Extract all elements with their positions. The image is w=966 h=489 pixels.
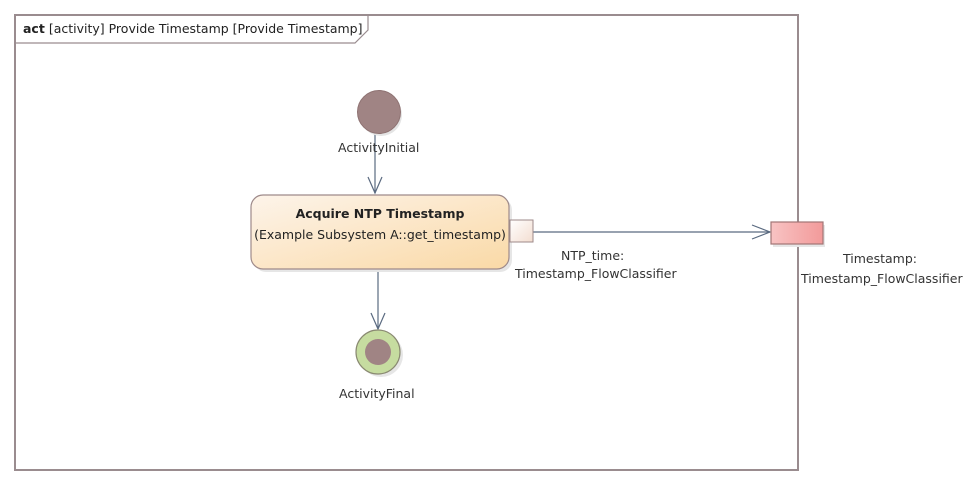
output-pin[interactable]: [509, 219, 534, 243]
frame-name-tab: [15, 15, 369, 44]
final-node-label: ActivityFinal: [339, 386, 415, 401]
frame-keyword: act: [23, 21, 45, 36]
output-pin-label-line1: NTP_time:: [561, 248, 625, 263]
parameter-node-label-line1: Timestamp:: [843, 251, 917, 266]
frame-title-text: [activity] Provide Timestamp [Provide Ti…: [48, 21, 363, 36]
output-pin-label-line2: Timestamp_FlowClassifier: [515, 266, 677, 281]
arrowhead-pin-to-parameter: [751, 224, 772, 240]
initial-node[interactable]: [357, 90, 401, 134]
parameter-node[interactable]: [770, 221, 824, 245]
frame-title: act [activity] Provide Timestamp [Provid…: [23, 21, 363, 36]
action-subtitle: (Example Subsystem A::get_timestamp): [254, 227, 506, 242]
action-node[interactable]: [250, 194, 510, 270]
final-node-core: [365, 339, 391, 365]
initial-node-label: ActivityInitial: [338, 140, 420, 155]
arrowhead-initial-to-action: [367, 176, 383, 195]
action-name: Acquire NTP Timestamp: [295, 206, 465, 221]
parameter-node-label-line2: Timestamp_FlowClassifier: [801, 271, 963, 286]
arrowhead-action-to-final: [370, 312, 386, 331]
